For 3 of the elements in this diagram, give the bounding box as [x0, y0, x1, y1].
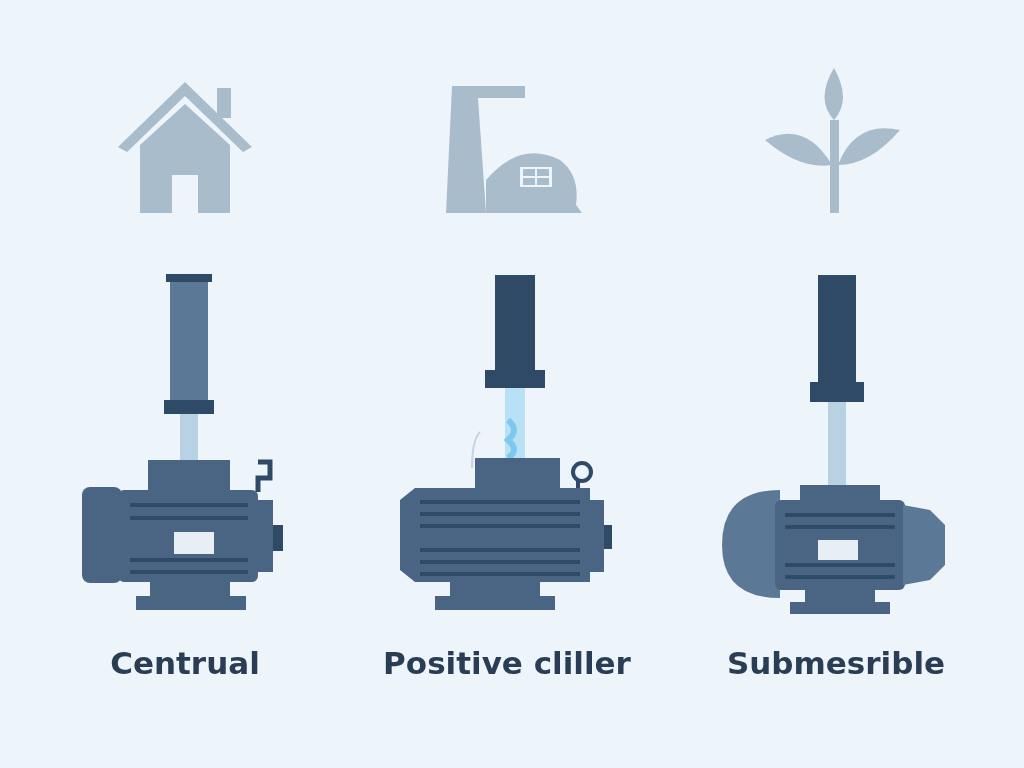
pump-type-label: Positive cliller [382, 645, 632, 681]
pump-type-label: Centrual [109, 645, 261, 681]
pump-type-label: Submesrible [725, 645, 947, 681]
